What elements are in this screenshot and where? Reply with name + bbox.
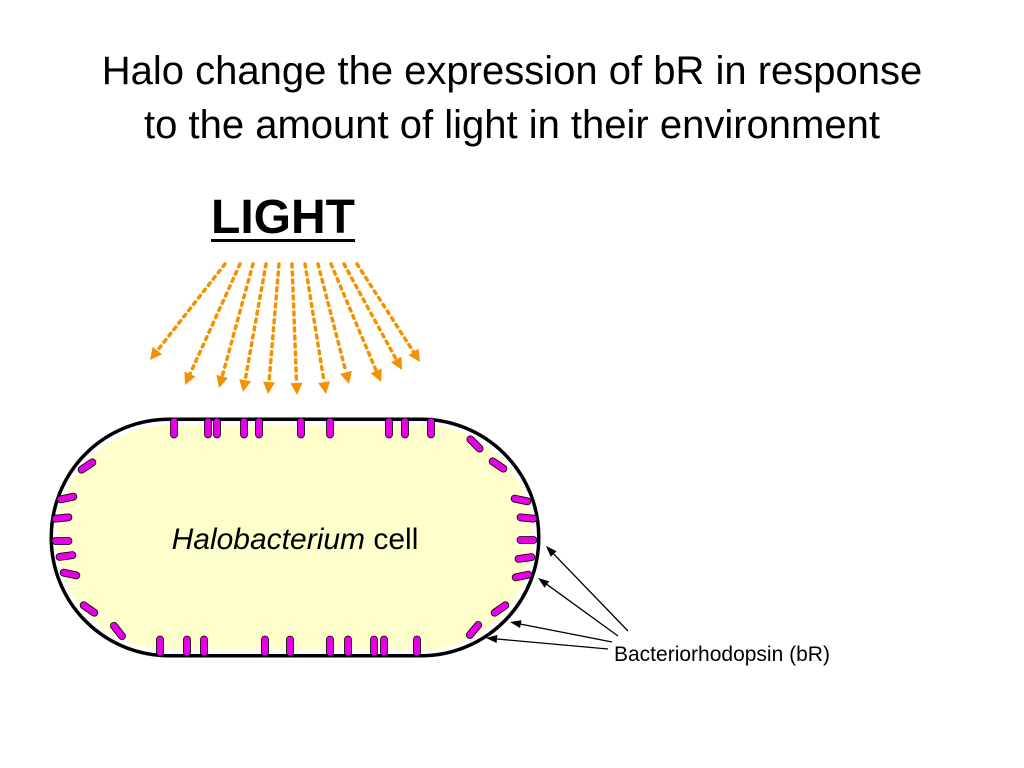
bacteriorhodopsin-protein xyxy=(327,418,334,438)
light-ray xyxy=(291,264,303,395)
light-ray xyxy=(331,264,382,382)
bacteriorhodopsin-protein xyxy=(298,418,305,438)
bacteriorhodopsin-protein xyxy=(414,636,421,656)
bacteriorhodopsin-protein xyxy=(184,636,191,656)
cell-label-genus: Halobacterium xyxy=(172,523,365,556)
light-rays xyxy=(150,264,420,395)
bacteriorhodopsin-protein xyxy=(287,636,294,656)
bacteriorhodopsin-protein xyxy=(241,418,248,438)
bacteriorhodopsin-protein xyxy=(345,636,352,656)
bacteriorhodopsin-protein xyxy=(201,636,208,656)
bacteriorhodopsin-protein xyxy=(381,636,388,656)
bacteriorhodopsin-protein xyxy=(428,418,435,438)
bacteriorhodopsin-protein xyxy=(402,418,409,438)
pointer-arrow xyxy=(538,578,618,636)
light-ray xyxy=(239,264,266,392)
bacteriorhodopsin-protein xyxy=(262,636,269,656)
bacteriorhodopsin-protein xyxy=(371,636,378,656)
bacteriorhodopsin-protein xyxy=(205,418,212,438)
bacteriorhodopsin-label: Bacteriorhodopsin (bR) xyxy=(614,641,830,669)
bacteriorhodopsin-protein xyxy=(171,418,178,438)
pointer-arrow xyxy=(546,546,628,631)
bacteriorhodopsin-protein xyxy=(386,418,393,438)
light-ray xyxy=(150,264,225,360)
bacteriorhodopsin-protein xyxy=(214,418,221,438)
bacteriorhodopsin-protein xyxy=(327,636,334,656)
light-ray xyxy=(305,264,330,394)
light-ray xyxy=(185,264,240,385)
pointer-arrow xyxy=(510,620,612,642)
bacteriorhodopsin-protein xyxy=(157,636,164,656)
bacteriorhodopsin-protein xyxy=(52,538,72,545)
cell-label-rest: cell xyxy=(365,523,418,556)
bacteriorhodopsin-protein xyxy=(256,418,263,438)
cell-label: Halobacterium cell xyxy=(90,520,500,560)
bacteriorhodopsin-protein xyxy=(517,537,537,544)
light-ray xyxy=(263,264,279,394)
